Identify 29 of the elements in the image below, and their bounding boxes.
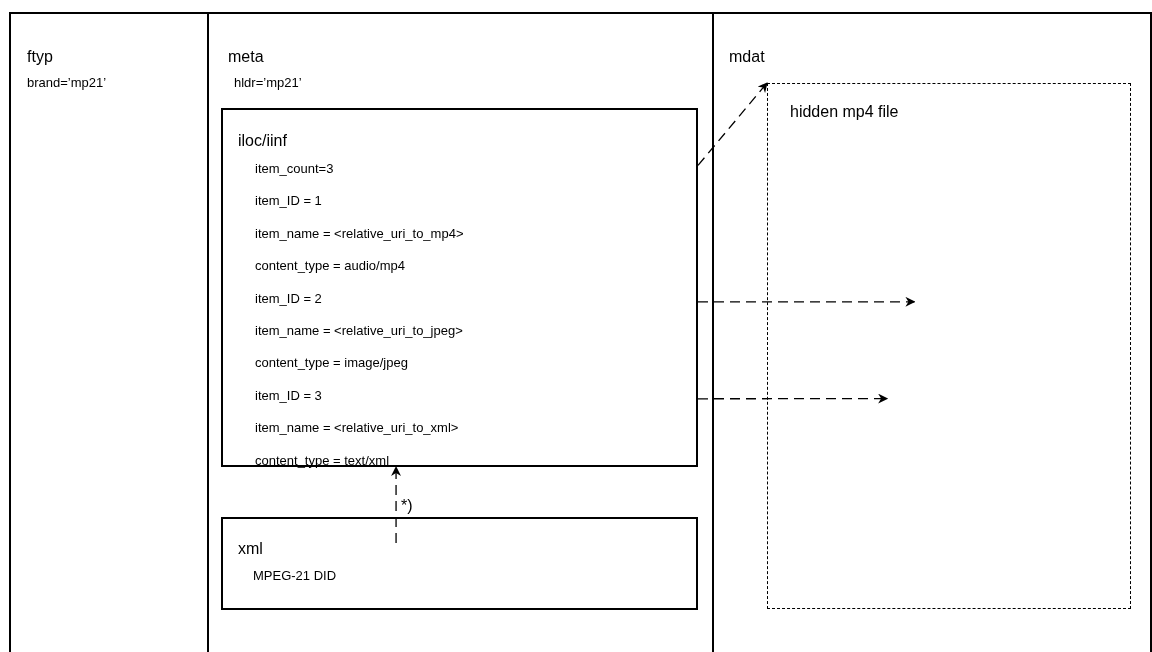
- dashed-arrow: [391, 466, 402, 544]
- dashed-arrow: [697, 393, 889, 404]
- box-field: item_ID = 1: [255, 194, 322, 210]
- dashed-arrow: [697, 296, 916, 307]
- box-column: [9, 12, 209, 652]
- box-title: iloc/iinf: [238, 132, 287, 151]
- box-column: [712, 12, 1152, 652]
- box-field: content_type = audio/mp4: [255, 259, 405, 275]
- box-field: brand=’mp21’: [27, 76, 107, 91]
- box-title: ftyp: [27, 48, 53, 67]
- box-title: xml: [238, 540, 263, 559]
- box-field: hldr=’mp21’: [234, 76, 302, 91]
- box-title: meta: [228, 48, 264, 67]
- dashed-box: [767, 83, 1131, 609]
- box-field: item_name = <relative_uri_to_mp4>: [255, 226, 464, 242]
- box-field: item_name = <relative_uri_to_xml>: [255, 421, 459, 437]
- box-field: content_type = text/xml: [255, 453, 390, 469]
- box-field: item_ID = 2: [255, 291, 322, 307]
- box-title: mdat: [729, 48, 765, 67]
- box-panel: [221, 108, 698, 467]
- box-panel: [221, 517, 698, 610]
- box-field: MPEG-21 DID: [253, 569, 337, 584]
- dashed-arrow: [697, 82, 768, 167]
- box-field: item_count=3: [255, 162, 334, 177]
- box-field: item_name = <relative_uri_to_jpeg>: [255, 324, 463, 339]
- box-field: content_type = image/jpeg: [255, 356, 408, 372]
- box-title: hidden mp4 file: [790, 103, 899, 122]
- edge-label: *): [400, 497, 414, 516]
- box-field: item_ID = 3: [255, 388, 322, 404]
